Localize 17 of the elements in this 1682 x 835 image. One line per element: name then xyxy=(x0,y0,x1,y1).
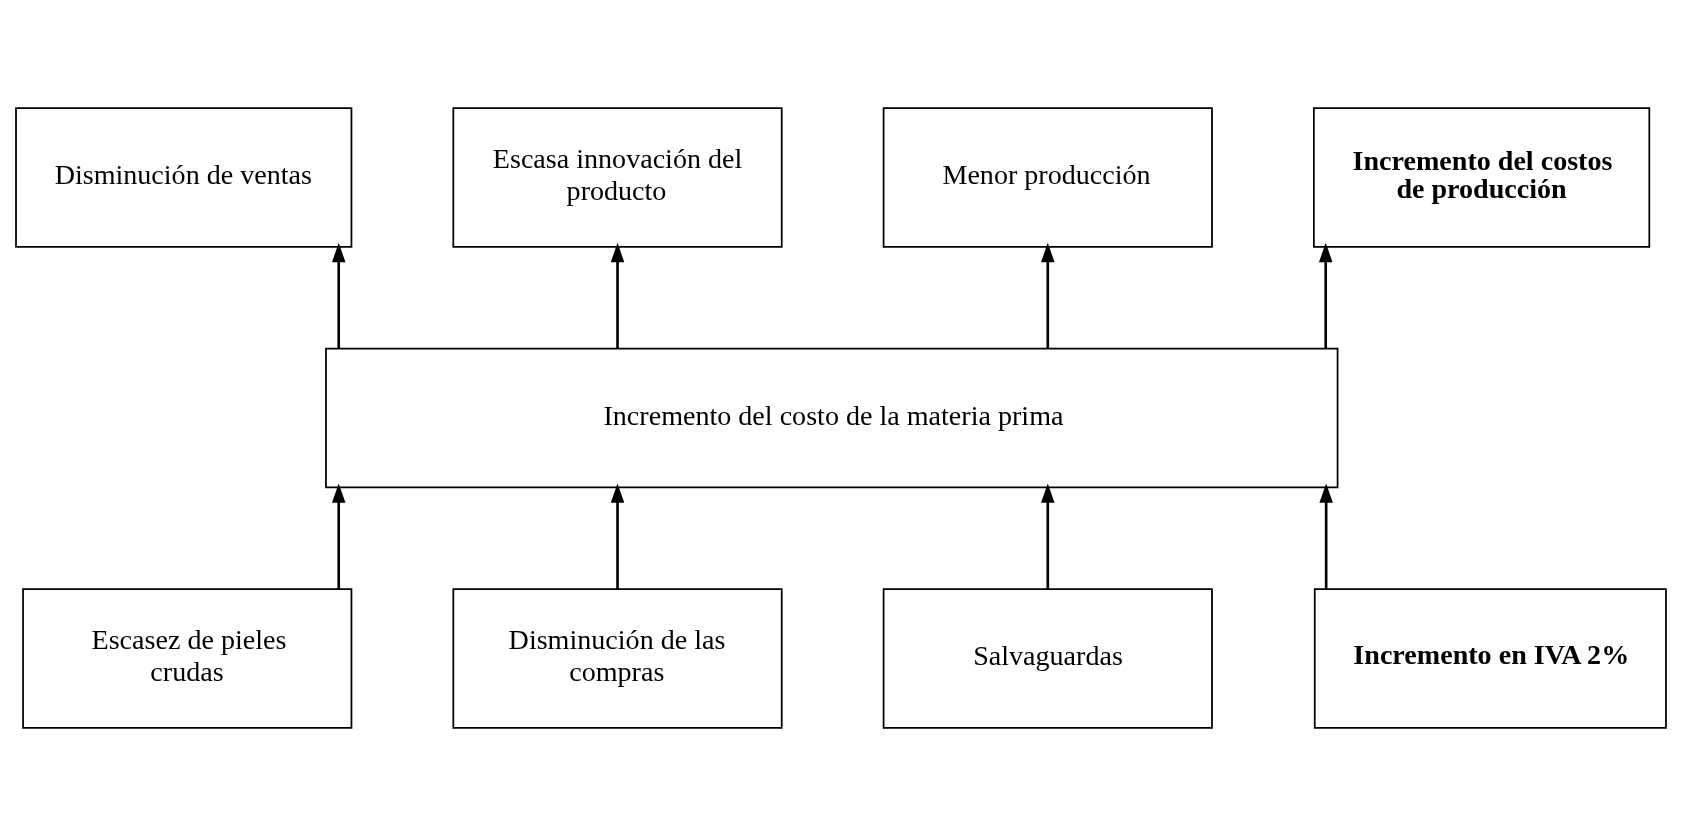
node-box: Menor producción xyxy=(882,106,1213,248)
node-box: Escasez de pieles crudas xyxy=(22,587,353,729)
node-box: Incremento del costos de producción xyxy=(1313,106,1651,248)
node-box: Incremento en IVA 2% xyxy=(1313,587,1667,729)
arrow xyxy=(610,482,625,589)
arrow xyxy=(331,482,346,589)
node-box: Escasa innovación del producto xyxy=(452,106,783,248)
node-box: Salvaguardas xyxy=(882,587,1213,729)
node-box: Disminución de las compras xyxy=(452,587,783,729)
arrow xyxy=(331,242,346,348)
arrow xyxy=(1041,242,1055,348)
node-box: Disminución de ventas xyxy=(15,106,353,248)
node-box: Incremento del costo de la materia prima xyxy=(325,347,1339,488)
arrow xyxy=(610,242,625,348)
arrow xyxy=(1318,242,1333,348)
arrow xyxy=(1041,482,1055,589)
arrow xyxy=(1319,482,1333,589)
